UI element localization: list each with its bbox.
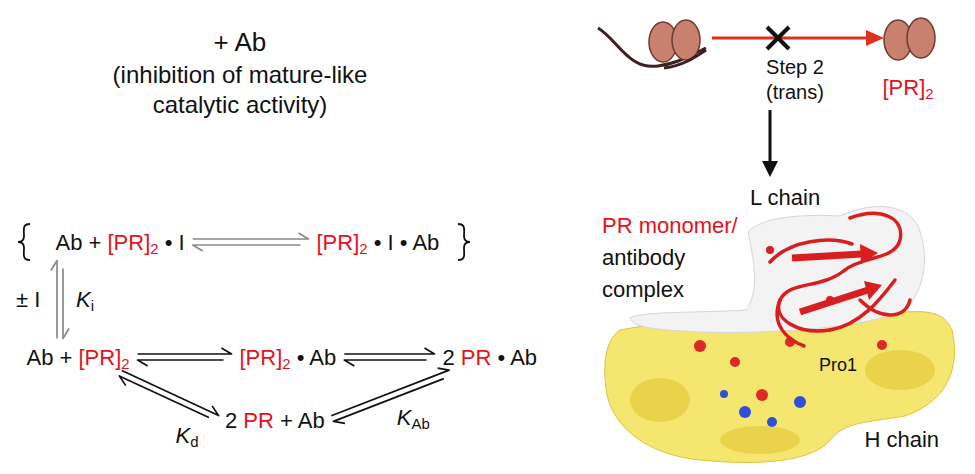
equilibrium-arrow — [344, 348, 434, 366]
beta-strand — [800, 290, 868, 312]
heading: + Ab — [214, 26, 267, 59]
subscript: 2 — [150, 240, 158, 257]
subscript: 2 — [925, 85, 933, 102]
species-name: PR — [602, 213, 633, 238]
residue-patch — [694, 340, 706, 352]
species-name: [PR]2 — [240, 345, 291, 370]
symbol: K — [76, 287, 91, 312]
annotation-label: PR monomer/ — [602, 212, 738, 240]
subscript: 2 — [359, 240, 367, 257]
monomer-oval — [907, 18, 935, 58]
arrow-head — [866, 30, 884, 46]
equilibrium-arrow — [119, 371, 218, 418]
species-node: [PR]2 • I • Ab — [313, 228, 444, 257]
annotation-label: L chain — [750, 184, 820, 212]
species-name: PR — [461, 345, 492, 370]
rate-constant: Kd — [175, 422, 198, 450]
subscript: 2 — [121, 355, 129, 372]
protein-ribbon — [770, 214, 910, 346]
species-node: Ab + [PR]2 — [23, 343, 134, 372]
equilibrium-arrow — [51, 261, 69, 339]
residue-patch — [739, 406, 751, 418]
step-arrow — [712, 37, 870, 40]
species-label: Ab + [PR]2 • I — [56, 230, 185, 255]
brace — [18, 224, 30, 260]
brace — [458, 224, 470, 260]
species-name: [PR]2 — [883, 75, 934, 100]
arrow-head — [762, 161, 778, 177]
species-node: [PR]2 • Ab — [236, 343, 341, 372]
species-name: [PR]2 — [78, 345, 129, 370]
residue-patch — [730, 357, 740, 367]
species-label: [PR]2 • Ab — [240, 345, 337, 370]
precursor-tail — [664, 50, 706, 68]
species-node: Ab + [PR]2 • I — [52, 228, 189, 257]
residue-patch — [767, 417, 777, 427]
subscript: d — [190, 433, 198, 450]
residue-patch — [756, 389, 768, 401]
beta-strand — [860, 244, 878, 264]
surface-patch — [865, 350, 935, 390]
equilibrium-arrow — [138, 348, 232, 366]
surface-patch — [630, 378, 690, 422]
species-label: [PR]2 • I • Ab — [317, 230, 440, 255]
subscript: 2 — [282, 355, 290, 372]
annotation-label: antibody complex — [602, 242, 734, 306]
symbol: K — [397, 405, 412, 430]
subscript: i — [91, 297, 94, 314]
annotation-label: Ki — [76, 286, 94, 314]
species-label: 2 PR • Ab — [443, 345, 538, 370]
h-chain-surface — [605, 312, 955, 463]
species-node: 2 PR • Ab — [439, 343, 542, 372]
symbol: K — [175, 423, 190, 448]
block-cross — [767, 27, 789, 49]
species-name: [PR]2 — [107, 230, 158, 255]
species-name: PR — [243, 408, 274, 433]
residue-patch — [794, 396, 806, 408]
residue-patch — [720, 390, 728, 398]
subscript: Ab — [411, 415, 429, 432]
residue-atom — [826, 296, 834, 304]
annotation-label: (inhibition of mature-like catalytic act… — [75, 60, 405, 120]
equilibrium-arrow — [193, 233, 309, 251]
residue-patch — [877, 340, 887, 350]
block-cross — [767, 27, 789, 49]
beta-strand — [792, 254, 862, 258]
rate-constant: ± I — [16, 286, 40, 314]
annotation-label: Step 2 (trans) — [753, 55, 837, 105]
equilibrium-arrow — [331, 368, 449, 423]
down-arrow — [769, 110, 772, 164]
residue-atom — [766, 246, 774, 254]
rate-constant: KAb — [397, 404, 430, 432]
species-label: 2 PR + Ab — [225, 408, 325, 433]
species-node: 2 PR + Ab — [221, 406, 329, 435]
monomer-oval — [672, 20, 700, 60]
annotation-label: Pro1 — [819, 354, 857, 377]
species-label: Ab + [PR]2 — [27, 345, 130, 370]
beta-strand — [864, 281, 882, 300]
surface-patch — [720, 426, 800, 454]
species-name: [PR]2 — [317, 230, 368, 255]
annotation-label: [PR]2 — [883, 74, 934, 102]
annotation-label: H chain — [865, 426, 940, 454]
